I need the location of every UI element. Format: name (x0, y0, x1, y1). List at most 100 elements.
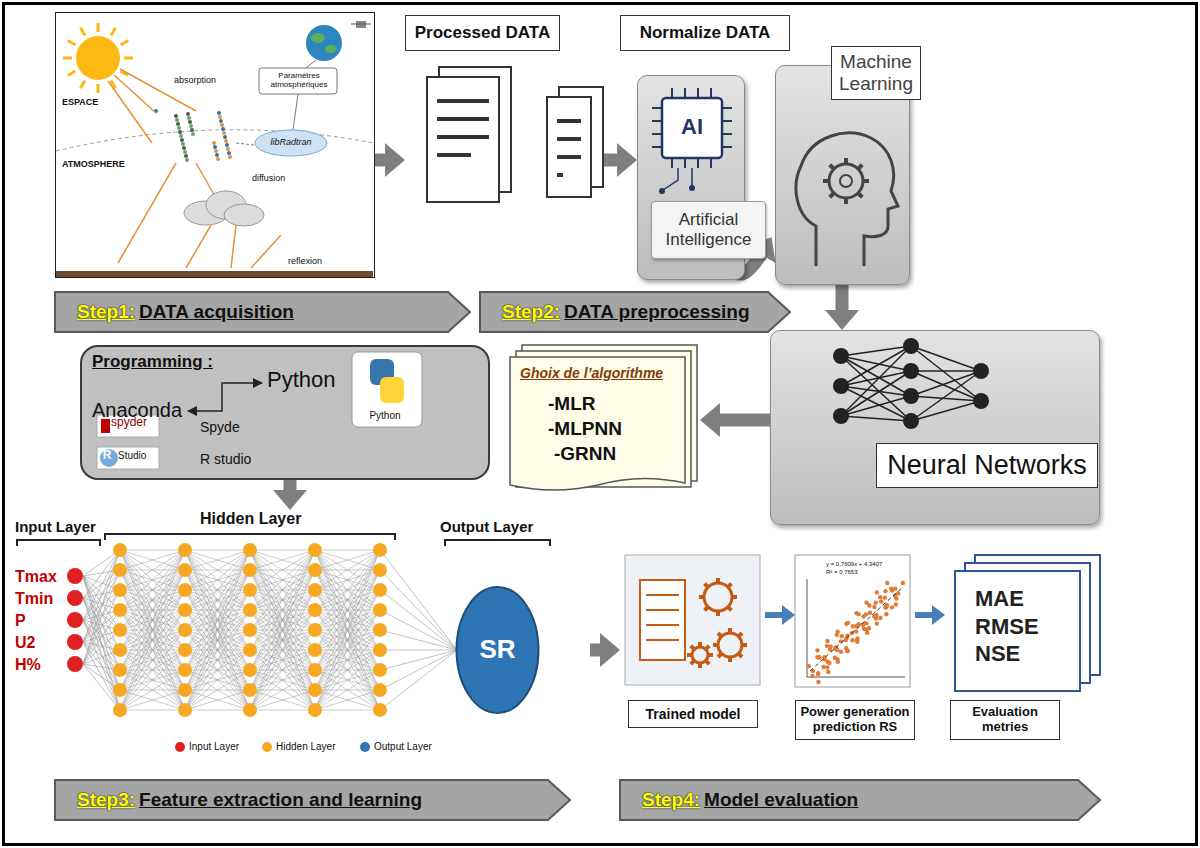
node-text: libRadtran (258, 137, 324, 147)
drawing-stroke (176, 122, 180, 126)
node-shape (545, 15, 600, 240)
drawing-stroke (185, 550, 250, 610)
drawing-stroke (722, 133, 732, 135)
hidden-neuron (373, 583, 387, 597)
drawing-stroke (215, 153, 219, 157)
drawing-stroke (315, 550, 380, 710)
gear-icon (692, 647, 708, 663)
drawing-stroke (841, 356, 911, 396)
sun (76, 36, 120, 80)
input-neuron (67, 568, 83, 584)
hidden-neuron (308, 663, 322, 677)
drawing-stroke (185, 550, 250, 630)
page (510, 357, 685, 490)
neuron (973, 393, 989, 409)
drawing-stroke (250, 690, 315, 710)
data-point (825, 644, 829, 648)
drawing-stroke (120, 550, 185, 570)
drawing-stroke (251, 235, 281, 268)
data-point (889, 587, 893, 591)
hidden-neuron (113, 683, 127, 697)
logo-text: Python (350, 410, 420, 421)
drawing-stroke (315, 550, 380, 551)
hidden-neuron (178, 663, 192, 677)
drawing-stroke (217, 111, 221, 115)
drawing-stroke (315, 610, 380, 710)
drawing-stroke (841, 416, 911, 421)
hidden-neuron (373, 683, 387, 697)
drawing-stroke (250, 650, 315, 710)
drawing-stroke (807, 579, 905, 677)
node-shape (56, 13, 374, 277)
data-point (890, 605, 894, 609)
hidden-neuron (308, 563, 322, 577)
hidden-neuron (178, 683, 192, 697)
drawing-stroke (699, 595, 704, 599)
flow-arrow (375, 154, 385, 167)
node-text: Normalize DATA (620, 15, 790, 51)
drawing-stroke (315, 570, 380, 710)
input-neuron (67, 634, 83, 650)
hidden-neuron (373, 603, 387, 617)
legend-swatch (360, 742, 370, 752)
regression-equation: y = 0,7609x + 4,3407 (826, 561, 911, 568)
node-text: Output Layer (440, 518, 550, 535)
drawing-stroke (841, 356, 911, 371)
hidden-neuron (178, 623, 192, 637)
data-point (883, 595, 887, 599)
drawing-stroke (120, 570, 185, 710)
label-box: Artificial Intelligence (651, 201, 766, 259)
drawing-stroke (315, 550, 380, 610)
hidden-neuron (308, 543, 322, 557)
data-point (807, 664, 811, 668)
drawing-stroke (185, 610, 250, 710)
drawing-stroke (185, 158, 189, 162)
drawing-stroke (706, 646, 710, 650)
drawing-stroke (858, 193, 862, 197)
step-banner (55, 292, 470, 332)
head-icon (796, 133, 898, 266)
node-text: Step2: (502, 301, 560, 323)
drawing-stroke (184, 154, 188, 158)
drawing-stroke (120, 550, 185, 610)
drawing-stroke (216, 157, 220, 161)
drawing-stroke (222, 131, 226, 135)
drawing-stroke (120, 610, 185, 710)
node-text: Hidden Layer (200, 510, 320, 528)
node-text: Trained model (628, 700, 758, 728)
drawing-stroke (823, 179, 829, 183)
drawing-stroke (120, 710, 185, 711)
drawing-stroke (250, 550, 315, 650)
data-point (833, 655, 837, 659)
data-point (883, 605, 887, 609)
data-point (885, 581, 889, 585)
drawing-stroke (380, 610, 457, 650)
data-point (884, 612, 888, 616)
drawing-stroke (315, 550, 380, 650)
drawing-stroke (250, 570, 315, 710)
neuron (973, 363, 989, 379)
node-text: MAE RMSE NSE (975, 585, 1070, 668)
node-text: H% (15, 656, 63, 674)
drawing-stroke (710, 158, 712, 168)
data-point (872, 605, 876, 609)
drawing-stroke (120, 550, 185, 670)
drawing-stroke (227, 151, 231, 155)
drawing-stroke (671, 88, 673, 98)
flow-arrow (836, 285, 849, 310)
drawing-stroke (315, 550, 380, 690)
drawing-stroke (120, 650, 185, 710)
hidden-neuron (178, 583, 192, 597)
legend-swatch (262, 742, 272, 752)
node-text: Python (267, 367, 347, 392)
drawing-stroke (689, 185, 695, 191)
hidden-neuron (243, 543, 257, 557)
node-text: reflexion (288, 256, 348, 266)
drawing-stroke (111, 28, 116, 36)
data-point (893, 586, 897, 590)
drawing-stroke (728, 657, 732, 662)
logo-text: Studio (118, 450, 154, 461)
data-stage: Normalize DATA (545, 15, 600, 240)
drawing-stroke (185, 650, 250, 710)
drawing-stroke (178, 130, 182, 134)
